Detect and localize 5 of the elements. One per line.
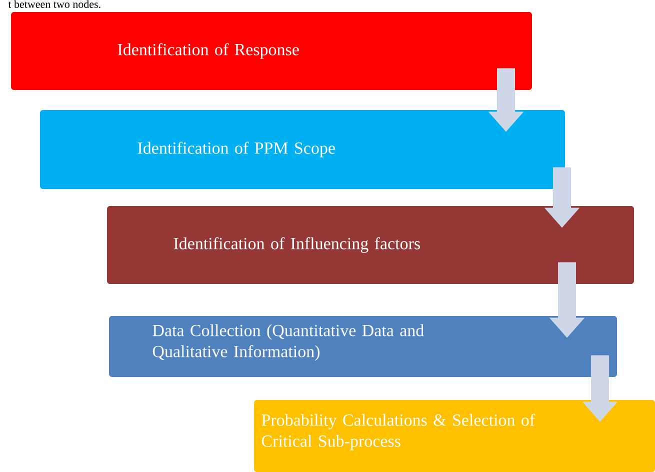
- process-box: Identification of Response: [11, 12, 532, 90]
- process-box: Data Collection (Quantitative Data and Qualitative Information): [109, 316, 617, 377]
- process-box: Probability Calculations & Selection of Critical Sub-process: [254, 400, 655, 472]
- process-box: Identification of PPM Scope: [40, 110, 565, 189]
- process-box: Identification of Influencing factors: [107, 206, 634, 284]
